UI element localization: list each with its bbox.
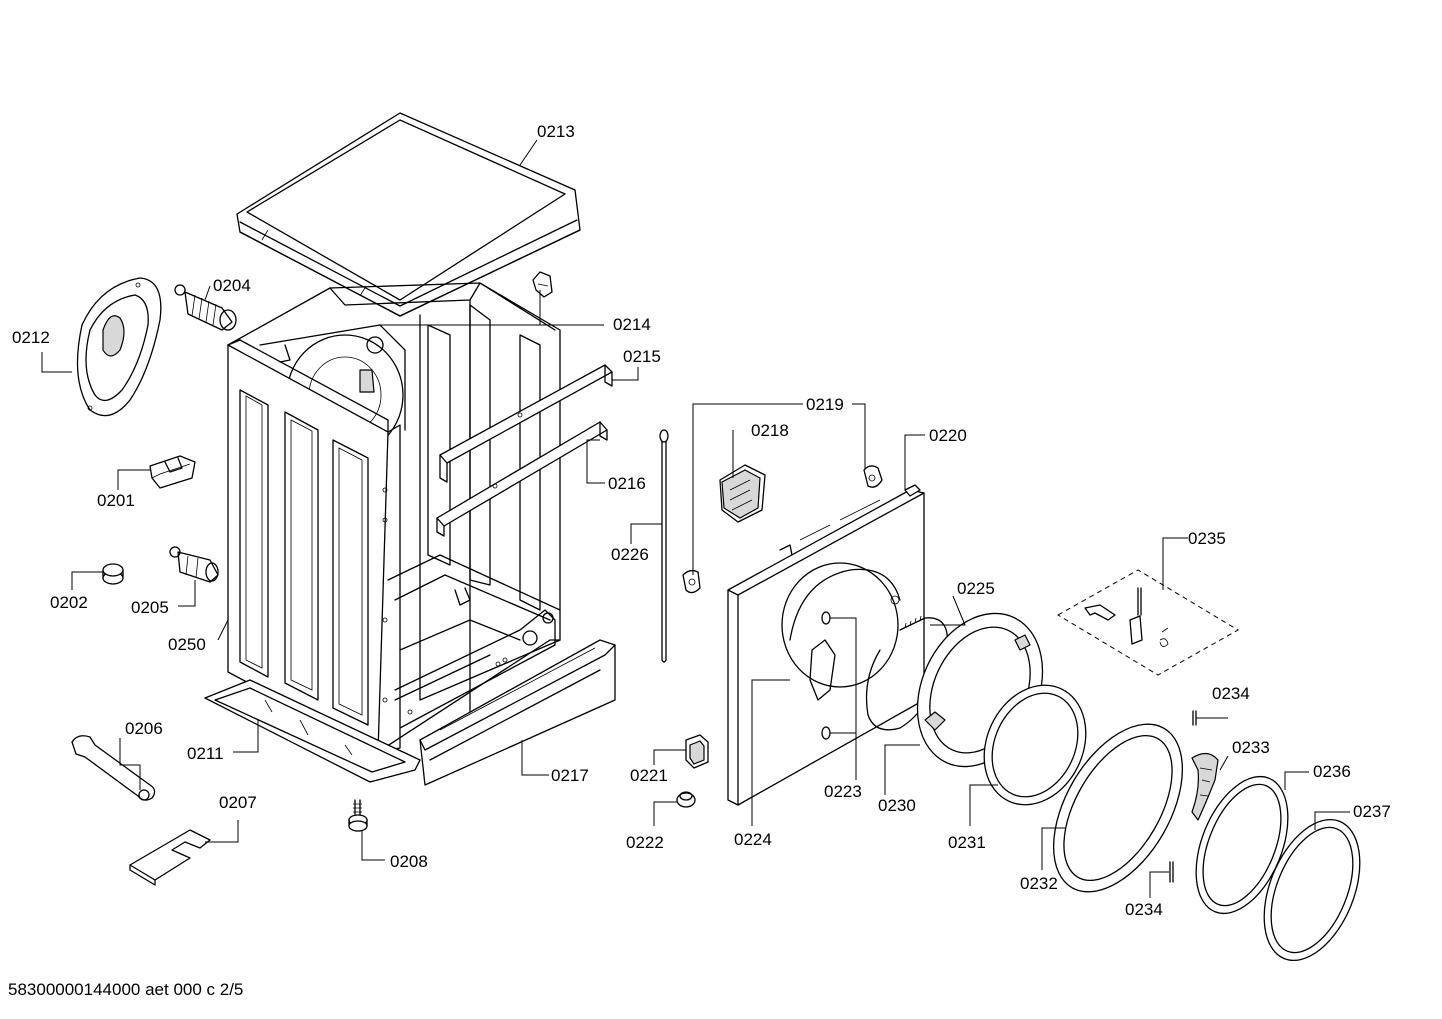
part-0235-hardware-kit (1057, 569, 1239, 676)
callout-0219: 0219 (806, 395, 844, 414)
callout-labels: 0213 0204 0212 0214 0215 0219 0218 0220 … (12, 122, 1391, 919)
part-0205-damper (169, 546, 219, 583)
callout-0213: 0213 (537, 122, 575, 141)
part-0212-rear-cover (76, 277, 162, 417)
callout-0217: 0217 (551, 766, 589, 785)
part-0221-lock (685, 734, 709, 769)
part-0208-screw-foot (348, 799, 368, 832)
callout-0222: 0222 (626, 833, 664, 852)
part-0219-clip-lower (682, 569, 701, 594)
callout-0211: 0211 (187, 744, 224, 763)
part-0233-door-handle (1191, 752, 1219, 821)
callout-0231: 0231 (948, 833, 986, 852)
part-0217-kick-plate (419, 639, 616, 786)
part-0234-pin-lower (1169, 861, 1174, 883)
callout-0226: 0226 (611, 545, 649, 564)
document-code: 58300000144000 aet 000 c 2/5 (8, 980, 244, 999)
callout-0224: 0224 (734, 830, 772, 849)
part-0236-seal-ring (1195, 775, 1289, 915)
leader-lines (41, 139, 1350, 898)
part-0204-damper (174, 284, 237, 331)
callout-0202: 0202 (50, 593, 88, 612)
part-0216-cross-rail (436, 421, 608, 537)
part-0220-front-panel (727, 484, 925, 806)
callout-0234-upper: 0234 (1212, 684, 1250, 703)
part-0201-clip (149, 455, 196, 489)
part-0213-top-cover (236, 112, 581, 317)
callout-0218: 0218 (751, 421, 789, 440)
callout-0212: 0212 (12, 328, 50, 347)
callout-0230: 0230 (878, 796, 916, 815)
callout-0214: 0214 (613, 315, 651, 334)
callout-0232: 0232 (1020, 874, 1058, 893)
part-0219-clip-upper (863, 465, 883, 488)
part-0215-cross-rail (439, 364, 613, 483)
part-0202-foot (102, 563, 124, 585)
part-0211-base-plate (204, 679, 421, 783)
part-0214-hook (532, 271, 553, 298)
callout-0236: 0236 (1313, 762, 1351, 781)
part-0206-wrench (71, 735, 156, 801)
callout-0234-lower: 0234 (1125, 900, 1163, 919)
part-0232-outer-door-ring (1052, 723, 1184, 893)
part-0237-glass-ring (1263, 818, 1361, 962)
callout-0208: 0208 (390, 852, 428, 871)
part-0207-plate (129, 829, 211, 886)
part-0226-rod (659, 429, 669, 663)
callout-0204: 0204 (213, 276, 251, 295)
part-0223-fastener-upper (821, 611, 831, 625)
callout-0250: 0250 (168, 635, 206, 654)
part-0223-fastener-lower (821, 726, 831, 740)
callout-0207: 0207 (219, 793, 257, 812)
part-cabinet-housing (227, 282, 561, 753)
part-0231-inner-door-ring (983, 684, 1087, 806)
part-0222-cap (676, 791, 696, 808)
callout-0216: 0216 (608, 474, 646, 493)
callout-0233: 0233 (1232, 738, 1270, 757)
callout-0223: 0223 (824, 782, 862, 801)
callout-0220: 0220 (929, 426, 967, 445)
callout-0237: 0237 (1353, 802, 1391, 821)
part-0234-pin-upper (1192, 710, 1197, 726)
callout-0235: 0235 (1188, 529, 1226, 548)
part-0218-control-module (719, 464, 766, 523)
callout-0215: 0215 (623, 347, 661, 366)
callout-0205: 0205 (131, 598, 169, 617)
callout-0206: 0206 (125, 719, 163, 738)
callout-0221: 0221 (630, 766, 668, 785)
callout-0201: 0201 (97, 491, 135, 510)
callout-0225: 0225 (957, 579, 995, 598)
